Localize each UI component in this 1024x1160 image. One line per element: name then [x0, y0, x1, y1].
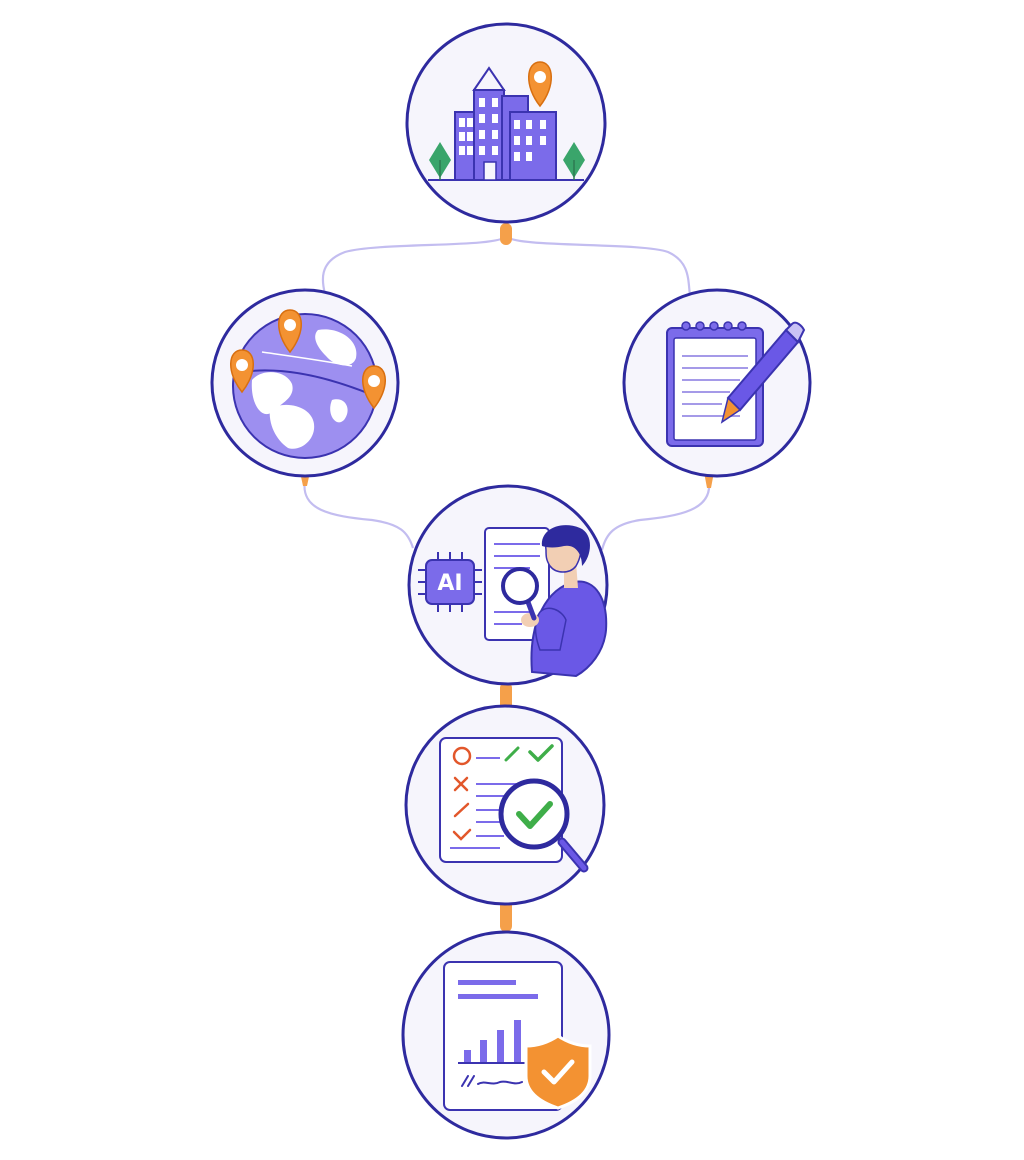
location-pin-icon [528, 61, 552, 108]
node-checklist [404, 704, 606, 906]
ai-chip-icon: AI [418, 552, 482, 612]
bar-chart-icon [458, 1020, 526, 1064]
connector-pin [500, 898, 512, 932]
node-globe [210, 288, 400, 478]
connector-pin [500, 223, 512, 245]
node-building [405, 22, 607, 224]
node-notepad [622, 288, 812, 478]
office-building-location-icon [428, 61, 585, 181]
circle-mark-icon [452, 746, 472, 766]
notepad-pencil-icon [666, 321, 806, 447]
edge-building-notepad [505, 235, 692, 297]
checklist-review-icon [439, 737, 589, 873]
node-report [401, 930, 611, 1140]
location-pin-icon [362, 365, 386, 410]
signature-mark [461, 1075, 523, 1087]
analyst-person [521, 525, 608, 678]
edge-building-globe [321, 235, 507, 295]
check-mark-icon [452, 828, 472, 841]
globe-locations-icon [230, 309, 386, 459]
ai-chip-label: AI [437, 571, 462, 596]
location-pin-icon [278, 309, 302, 354]
pencil-icon [720, 321, 806, 424]
location-pin-icon [230, 349, 254, 394]
check-icon [504, 746, 520, 762]
connector-pin [500, 682, 512, 712]
magnifier-check-icon [498, 778, 589, 873]
slash-mark-icon [453, 802, 470, 818]
cross-mark-icon [453, 776, 469, 792]
edge-notepad-ai [600, 481, 711, 551]
secure-report-icon [443, 961, 592, 1111]
edge-globe-ai [303, 479, 415, 549]
check-icon [528, 744, 554, 762]
shield-check-icon [524, 1034, 592, 1110]
magnifier-icon [501, 567, 539, 621]
ai-analyst-icon: AI [418, 525, 608, 678]
node-ai: AI [407, 484, 609, 686]
